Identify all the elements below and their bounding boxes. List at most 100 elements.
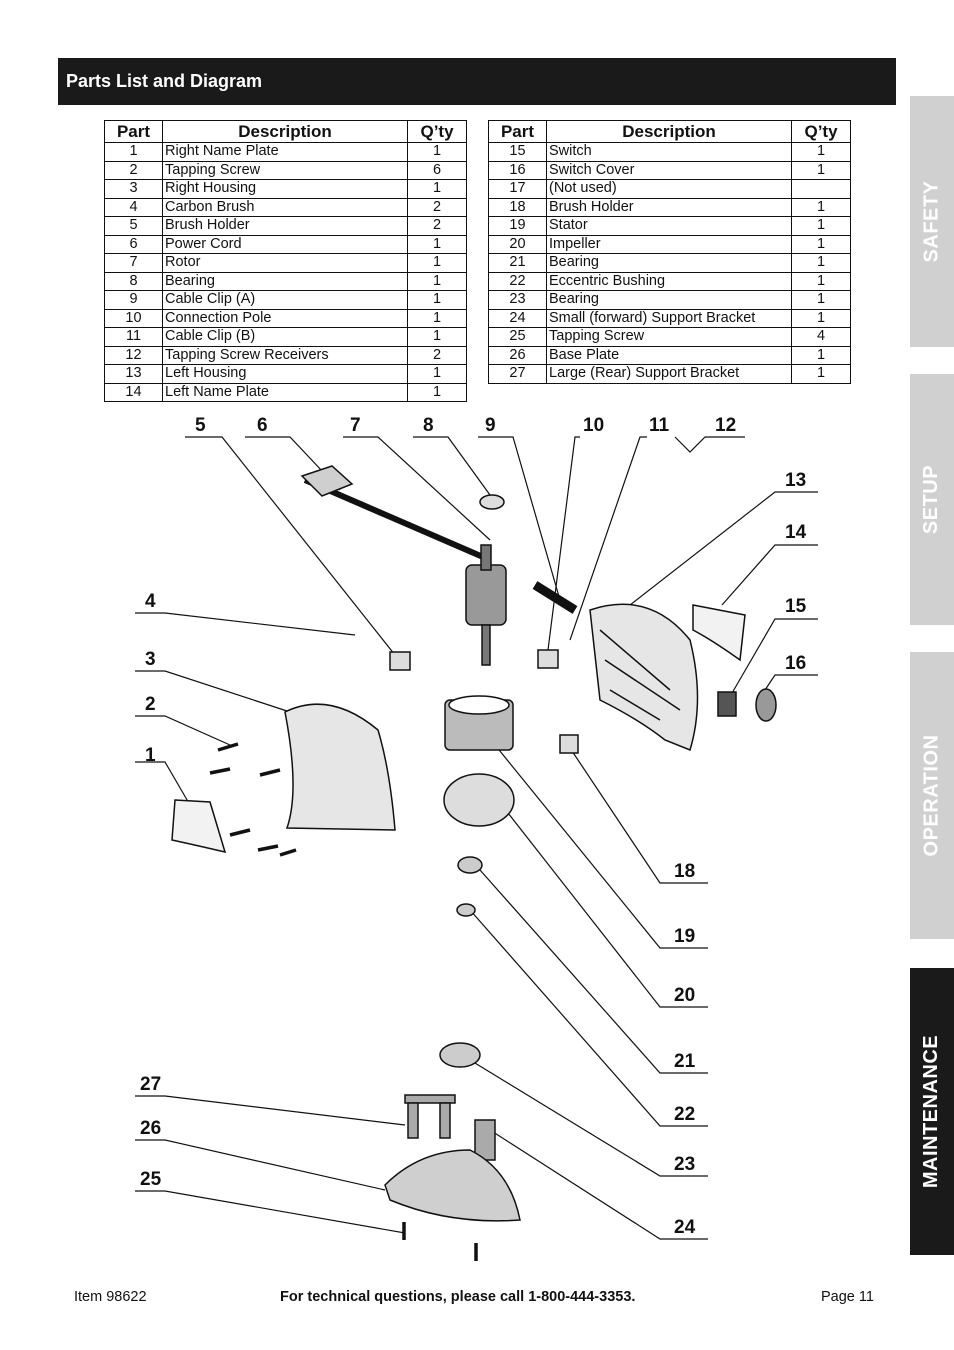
callout-27: 27 <box>140 1074 161 1095</box>
part-quantity: 2 <box>407 216 467 236</box>
left-name-plate <box>692 604 746 662</box>
callout-6: 6 <box>257 415 268 436</box>
part-description: Tapping Screw <box>162 160 408 180</box>
section-header: Parts List and Diagram <box>58 58 896 105</box>
part-description: Power Cord <box>162 234 408 254</box>
header-description: Description <box>546 120 792 143</box>
callout-13: 13 <box>785 470 806 491</box>
rotor-shaft-lower <box>481 624 491 666</box>
table-row: 17(Not used) <box>488 179 851 199</box>
right-name-plate <box>171 799 227 854</box>
part-quantity: 1 <box>791 364 851 384</box>
callout-3: 3 <box>145 649 156 670</box>
header-qty: Q’ty <box>791 120 851 143</box>
callout-10: 10 <box>583 415 604 436</box>
part-description: Carbon Brush <box>162 197 408 217</box>
leader-lines <box>135 436 818 1240</box>
part-description: Right Housing <box>162 179 408 199</box>
part-number: 10 <box>104 308 163 328</box>
part-description: Brush Holder <box>546 197 792 217</box>
brush-holder <box>389 651 411 671</box>
plug <box>300 465 354 497</box>
parts-artwork <box>171 465 777 1261</box>
tab-maintenance[interactable]: MAINTENANCE <box>910 968 954 1255</box>
callout-20: 20 <box>674 985 695 1006</box>
bracket-leg <box>407 1102 419 1139</box>
part-number: 15 <box>488 142 547 162</box>
callout-9: 9 <box>485 415 496 436</box>
callout-14: 14 <box>785 522 807 543</box>
part-description: Switch <box>546 142 792 162</box>
callout-23: 23 <box>674 1154 695 1175</box>
bracket-leg <box>439 1102 451 1139</box>
switch <box>717 691 737 717</box>
part-quantity: 1 <box>407 179 467 199</box>
bearing <box>439 1042 481 1068</box>
part-quantity: 2 <box>407 197 467 217</box>
callout-5: 5 <box>195 415 206 436</box>
part-quantity: 1 <box>407 327 467 347</box>
part-description: Small (forward) Support Bracket <box>546 308 792 328</box>
right-housing <box>284 703 396 831</box>
callout-21: 21 <box>674 1051 696 1072</box>
part-number: 5 <box>104 216 163 236</box>
footer-page-number: Page 11 <box>821 1289 874 1305</box>
callout-7: 7 <box>350 415 361 436</box>
part-number: 12 <box>104 345 163 365</box>
eccentric-bushing <box>456 903 476 917</box>
tab-operation[interactable]: OPERATION <box>910 652 954 939</box>
footer-support-phone: For technical questions, please call 1-8… <box>280 1289 636 1305</box>
brush-holder <box>537 649 559 669</box>
table-header-row: Part Description Q’ty <box>488 120 851 143</box>
callout-15: 15 <box>785 596 807 617</box>
housing-ribs <box>599 629 681 721</box>
part-quantity: 1 <box>407 234 467 254</box>
part-number: 27 <box>488 364 547 384</box>
tab-setup[interactable]: SETUP <box>910 374 954 625</box>
part-description: Right Name Plate <box>162 142 408 162</box>
callout-2: 2 <box>145 694 156 715</box>
part-number: 18 <box>488 197 547 217</box>
section-title: Parts List and Diagram <box>66 71 263 91</box>
header-description: Description <box>162 120 408 143</box>
part-description: Large (Rear) Support Bracket <box>546 364 792 384</box>
rotor-shaft <box>480 544 492 571</box>
impeller <box>443 773 515 827</box>
callout-11: 11 <box>649 415 670 436</box>
bearing <box>457 856 483 874</box>
part-description: Cable Clip (B) <box>162 327 408 347</box>
part-description: Base Plate <box>546 345 792 365</box>
callout-24: 24 <box>674 1217 696 1238</box>
header-part: Part <box>104 120 163 143</box>
callout-4: 4 <box>145 591 156 612</box>
part-quantity: 1 <box>791 197 851 217</box>
bearing <box>479 494 505 510</box>
callout-12: 12 <box>715 415 736 436</box>
part-quantity: 1 <box>791 142 851 162</box>
callout-8: 8 <box>423 415 434 436</box>
part-number: 14 <box>104 382 163 402</box>
switch-cover <box>755 688 777 722</box>
part-description: Switch Cover <box>546 160 792 180</box>
part-description: Left Name Plate <box>162 382 408 402</box>
part-quantity: 1 <box>407 382 467 402</box>
tab-safety[interactable]: SAFETY <box>910 96 954 347</box>
